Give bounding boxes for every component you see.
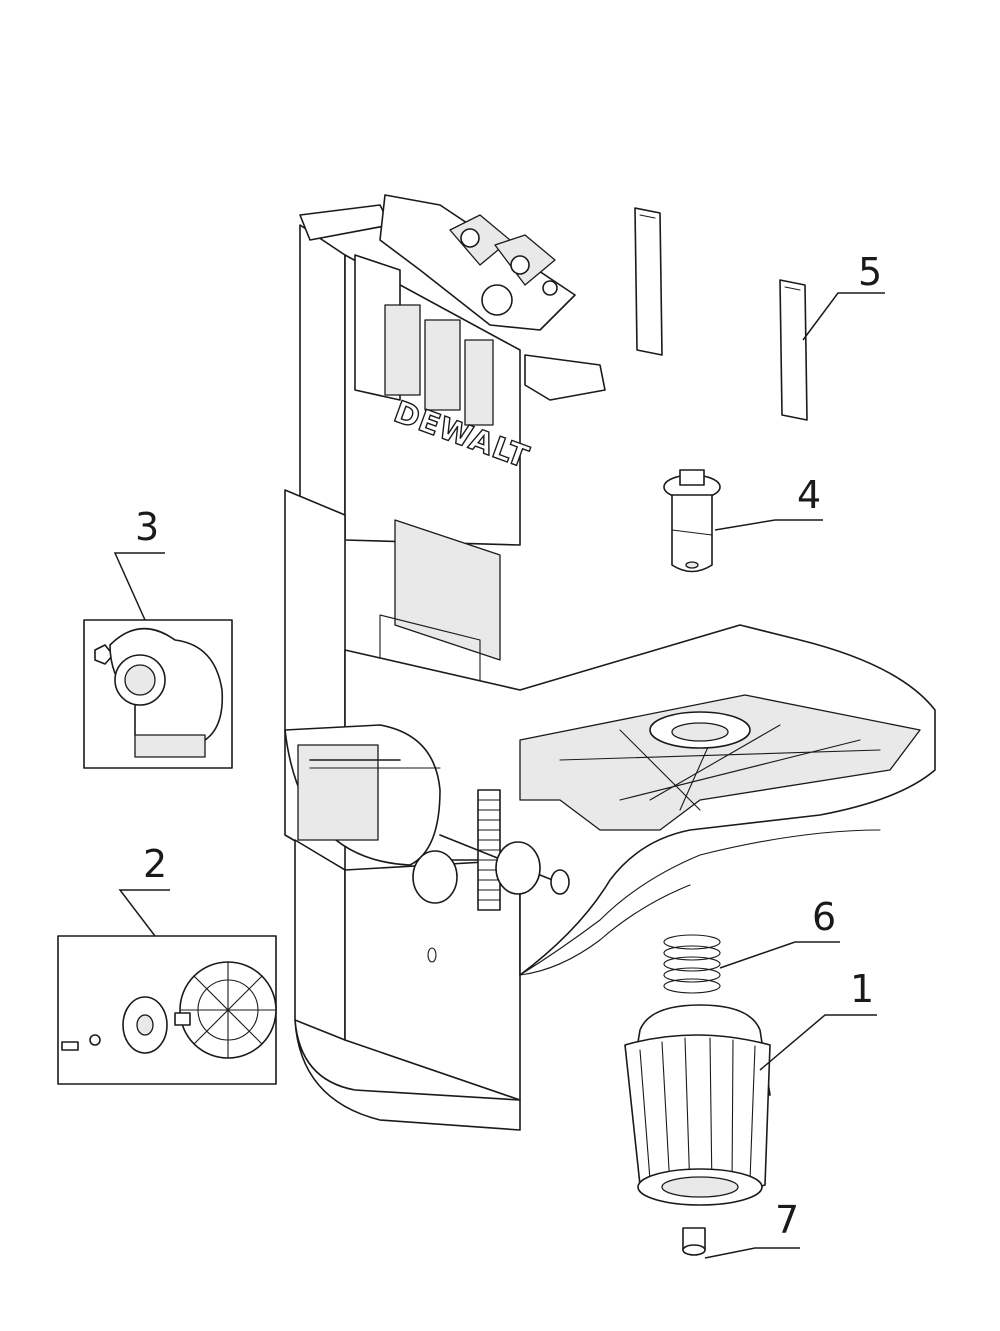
callout-label-2: 2 xyxy=(143,842,167,886)
callout-2: 2 xyxy=(118,842,170,937)
callout-label-3: 3 xyxy=(135,505,159,549)
callout-label-4: 4 xyxy=(797,473,821,517)
callout-1: 1 xyxy=(759,967,877,1071)
callout-label-1: 1 xyxy=(850,967,874,1011)
callout-4: 4 xyxy=(714,473,823,531)
callout-label-7: 7 xyxy=(775,1198,799,1242)
part-5-blade-strips xyxy=(634,207,808,421)
part-1-knob xyxy=(624,1004,771,1206)
callout-label-5: 5 xyxy=(858,250,882,294)
part-4-bushing xyxy=(663,469,721,573)
part-7-screw xyxy=(682,1227,706,1256)
part-3-inset xyxy=(83,619,233,769)
callout-5: 5 xyxy=(802,250,885,341)
callout-label-6: 6 xyxy=(812,895,836,939)
callout-3: 3 xyxy=(113,505,165,621)
top-bracket: DEWALT xyxy=(299,194,606,476)
stand-body xyxy=(284,224,936,1131)
part-2-inset xyxy=(57,935,277,1085)
part-6-spring xyxy=(663,934,721,994)
callout-7: 7 xyxy=(704,1198,800,1259)
callout-6: 6 xyxy=(719,895,840,969)
